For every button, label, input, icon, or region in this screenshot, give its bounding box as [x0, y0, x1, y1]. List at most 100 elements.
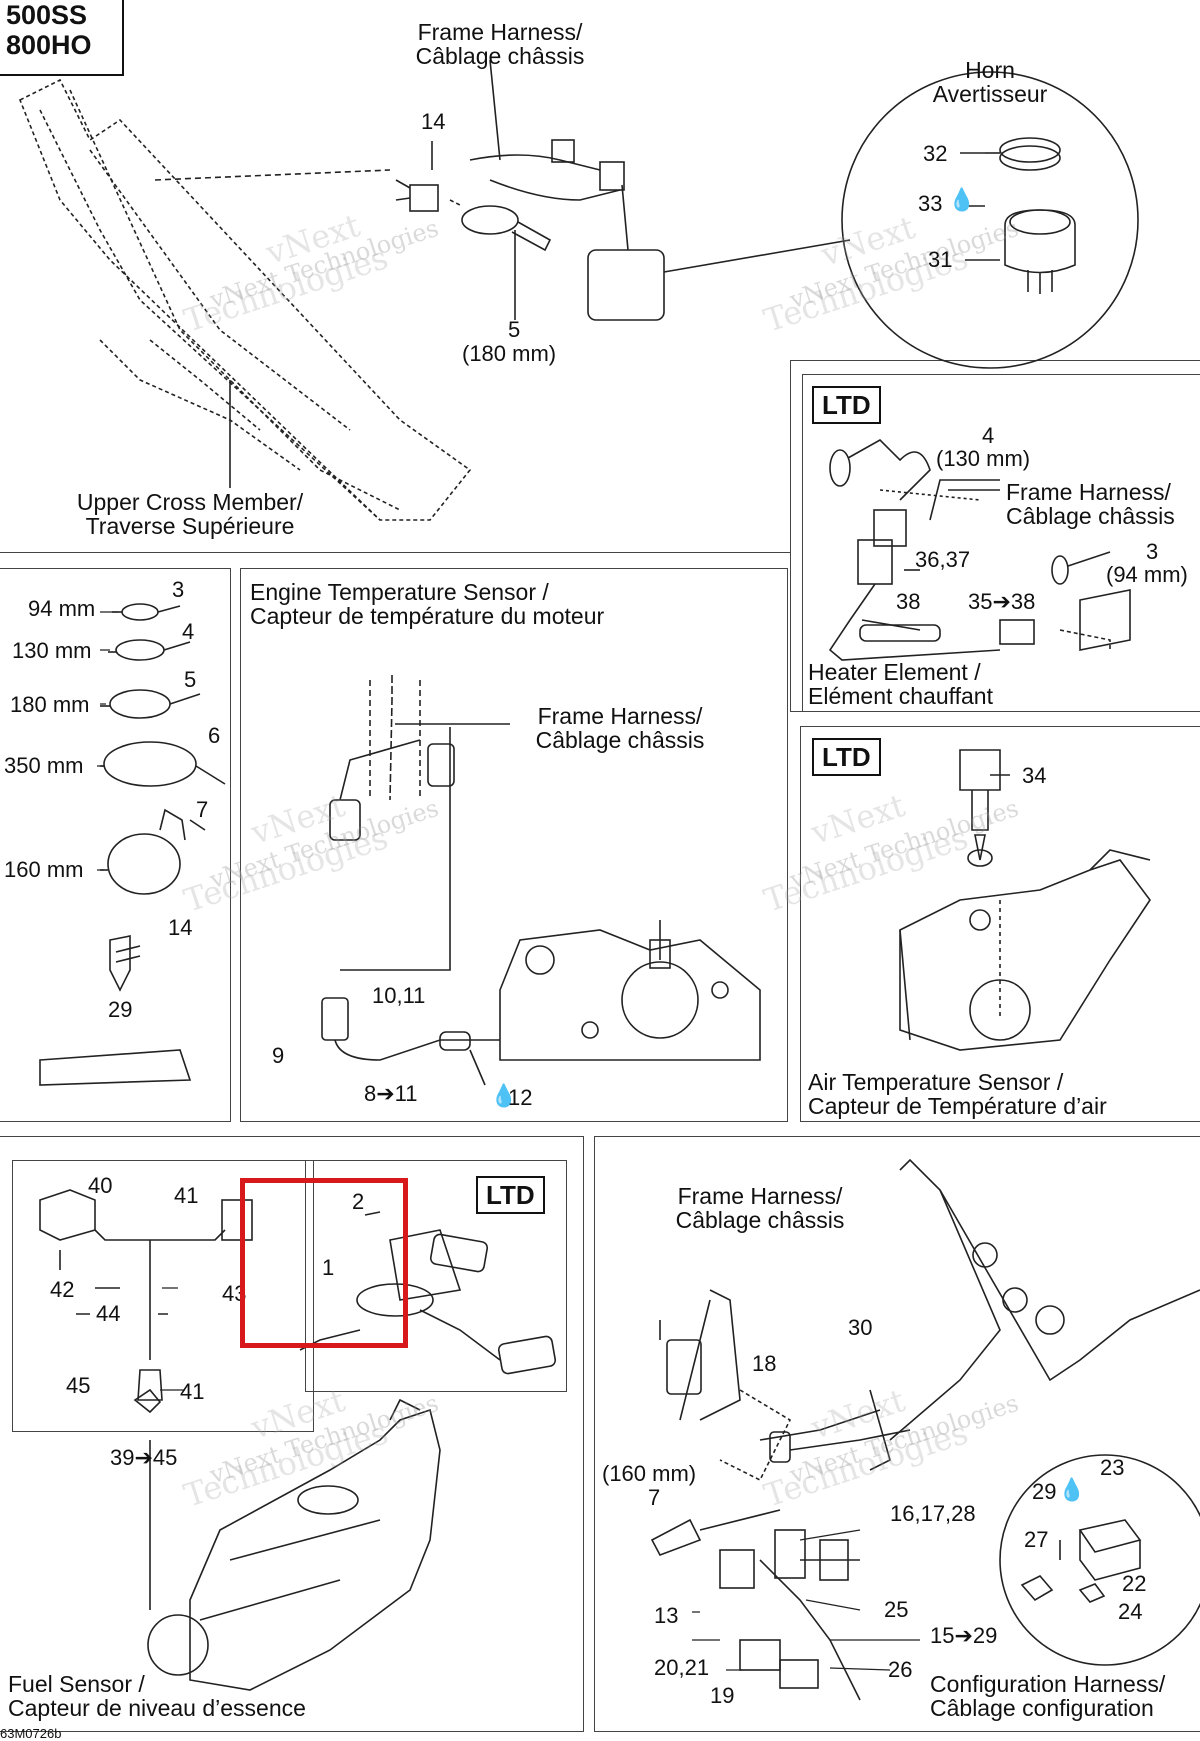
part-32: 32 [923, 141, 948, 166]
part-5-length: (180 mm) [462, 341, 557, 366]
frame-harness-engine-l1: Frame Harness/ [537, 703, 703, 729]
part-3637: 36,37 [915, 547, 971, 572]
part-7-config: 7 [648, 1485, 661, 1510]
tie-350-length: 350 mm [4, 753, 84, 778]
config-harness-caption: Configuration Harness/ Câblage configura… [930, 1672, 1165, 1720]
part-31: 31 [928, 247, 953, 272]
config-harness-l2: Câblage configuration [930, 1695, 1154, 1721]
fuse-parts-drawing [1020, 1519, 1142, 1603]
ltd-badge-air: LTD [812, 738, 881, 776]
part-42: 42 [50, 1277, 75, 1302]
air-temp-caption: Air Temperature Sensor / Capteur de Temp… [808, 1070, 1107, 1118]
highlight-box [240, 1178, 408, 1348]
horn-l1: Horn [965, 57, 1015, 83]
engine-temp-l2: Capteur de température du moteur [250, 603, 605, 629]
part-19: 19 [710, 1683, 735, 1708]
panel-fuel-ltd-frame [305, 1160, 567, 1392]
part-25: 25 [884, 1597, 909, 1622]
ltd-badge-fuel: LTD [476, 1176, 545, 1214]
frame-harness-engine-l2: Câblage châssis [535, 727, 705, 753]
model-line-2: 800HO [6, 30, 92, 60]
config-harness-l1: Configuration Harness/ [930, 1671, 1166, 1697]
drop-icon-29: 💧 [1058, 1477, 1086, 1502]
part-3-heater: 3 [1146, 539, 1159, 564]
part-12: 12 [508, 1085, 533, 1110]
fuel-sender-drawing [299, 1211, 557, 1375]
part-45: 45 [66, 1373, 91, 1398]
frame-harness-top-label: Frame Harness/ Câblage châssis [400, 20, 600, 68]
panel-fuel-frame [0, 1136, 584, 1732]
part-1: 1 [322, 1255, 335, 1280]
frame-harness-top-l1: Frame Harness/ [417, 19, 583, 45]
panel-engine-temp-frame [240, 568, 788, 1122]
tie-7-num: 7 [196, 797, 209, 822]
part-9: 9 [272, 1043, 285, 1068]
tie-180-length: 180 mm [10, 692, 90, 717]
cable-ties-drawing [39, 603, 226, 1086]
part-29-config: 29 [1032, 1479, 1057, 1504]
tie-4-num: 4 [182, 619, 195, 644]
fuel-sensor-l2: Capteur de niveau d’essence [8, 1695, 306, 1721]
engine-temp-drawing [321, 675, 761, 1086]
fuel-connector-drawing [39, 1189, 253, 1414]
drop-icon-33: 💧 [948, 187, 976, 212]
engine-temp-l1: Engine Temperature Sensor / [250, 579, 549, 605]
part-4-length: (130 mm) [936, 446, 1031, 471]
screw-14-drawing [395, 141, 463, 212]
part-33: 33 [918, 191, 943, 216]
part-7-length: (160 mm) [602, 1461, 697, 1486]
part-3945: 39➔45 [110, 1445, 178, 1470]
ltd-badge-heater: LTD [812, 386, 881, 424]
frame-harness-engine-label: Frame Harness/ Câblage châssis [520, 704, 720, 752]
fuel-sensor-caption: Fuel Sensor / Capteur de niveau d’essenc… [8, 1672, 306, 1720]
part-3-length: (94 mm) [1106, 562, 1188, 587]
part-14-ties: 14 [168, 915, 193, 940]
heater-caption-l2: Elément chauffant [808, 683, 993, 709]
part-40: 40 [88, 1173, 113, 1198]
panel-config-frame [594, 1136, 1200, 1732]
frame-harness-config-label: Frame Harness/ Câblage châssis [660, 1184, 860, 1232]
part-811: 8➔11 [364, 1081, 418, 1106]
part-23: 23 [1100, 1455, 1125, 1480]
part-38: 38 [896, 589, 921, 614]
part-30: 30 [848, 1315, 873, 1340]
frame-harness-config-l2: Câblage châssis [675, 1207, 845, 1233]
part-2021: 20,21 [654, 1655, 710, 1680]
horn-detail-circle [841, 71, 1139, 369]
part-41-bottom: 41 [180, 1379, 205, 1404]
panel-ties-frame [0, 568, 231, 1122]
air-temp-drawing [899, 749, 1151, 1051]
part-2: 2 [352, 1189, 365, 1214]
part-22: 22 [1122, 1571, 1147, 1596]
part-13: 13 [654, 1603, 679, 1628]
engine-temp-caption: Engine Temperature Sensor / Capteur de t… [250, 580, 604, 628]
model-line-1: 500SS [6, 0, 88, 30]
fuel-tank-drawing [147, 1398, 441, 1691]
frame-harness-config-l1: Frame Harness/ [677, 1183, 843, 1209]
part-27: 27 [1024, 1527, 1049, 1552]
air-temp-l2: Capteur de Température d’air [808, 1093, 1107, 1119]
tie-130-length: 130 mm [12, 638, 92, 663]
tie-3-num: 3 [172, 577, 185, 602]
upper-cross-member-label: Upper Cross Member/ Traverse Supérieure [60, 490, 320, 538]
frame-harness-top-l2: Câblage châssis [415, 43, 585, 69]
tie-160-length: 160 mm [4, 857, 84, 882]
panel-air-temp-frame [800, 726, 1200, 1122]
part-3538: 35➔38 [968, 589, 1036, 614]
panel-ltd-heater-inner [802, 374, 1200, 712]
part-26: 26 [888, 1657, 913, 1682]
frame-harness-top-drawing [461, 59, 851, 321]
part-24: 24 [1118, 1599, 1143, 1624]
drawing-code: 63M0726b [0, 1726, 62, 1741]
tie-6-num: 6 [208, 723, 221, 748]
panel-fuel-connector-frame [12, 1160, 314, 1432]
air-temp-l1: Air Temperature Sensor / [808, 1069, 1064, 1095]
part-14-top: 14 [421, 109, 446, 134]
part-44: 44 [96, 1301, 121, 1326]
tie-5-num: 5 [184, 667, 197, 692]
upper-cross-l2: Traverse Supérieure [85, 513, 295, 539]
part-18: 18 [752, 1351, 777, 1376]
fuse-detail-circle [999, 1454, 1200, 1666]
horn-label: Horn Avertisseur [900, 58, 1080, 106]
